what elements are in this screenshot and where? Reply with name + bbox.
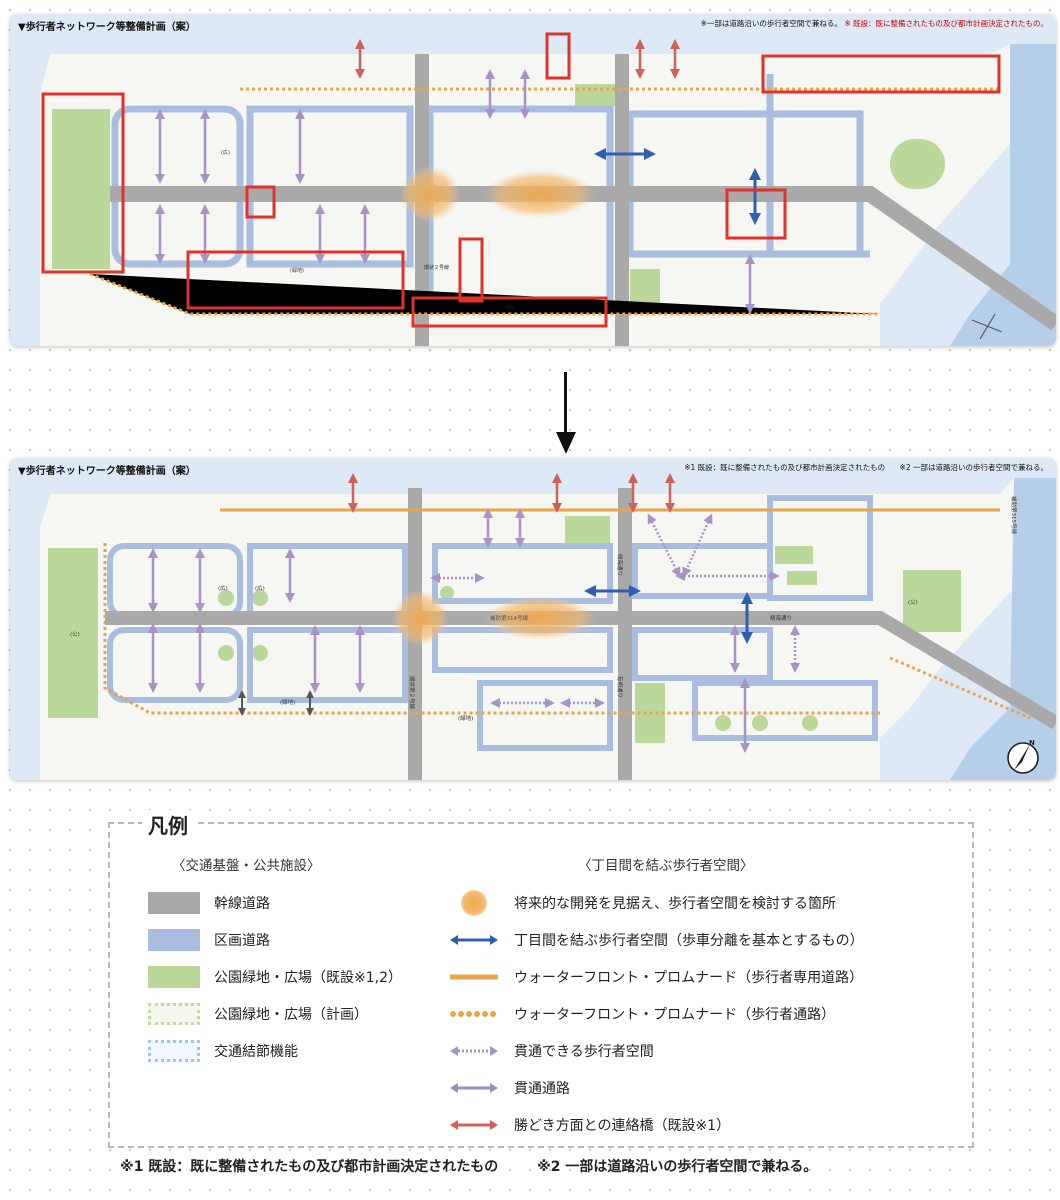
bottom-harumi-label: 晴海通り: [616, 554, 624, 576]
bottom-ring2-label: 環状第２号線: [408, 676, 416, 710]
legend-item-label: ウォーターフロント・プロムナード（歩行者通路）: [514, 1007, 836, 1023]
legend-item-block-link: 丁目間を結ぶ歩行者空間（歩車分離を基本とするもの）: [448, 927, 864, 953]
bottom-ariake-label: 有明通り: [616, 676, 624, 698]
purple-solid-arrow-icon: [450, 1083, 498, 1093]
top-map-panel: 環状２号線 (公) (緑地) (広) ▼歩行者ネットワーク等整備計画（案） ※一…: [10, 14, 1056, 346]
legend-item-label: 貫通できる歩行者空間: [514, 1044, 654, 1060]
district-road-swatch: [148, 929, 200, 951]
top-plaza-label: (広): [221, 149, 230, 156]
legend-item-park-planned: 公園緑地・広場（計画）: [148, 1001, 368, 1027]
legend-item-through-space: 貫通できる歩行者空間: [448, 1038, 654, 1064]
transport-node-swatch: [148, 1040, 200, 1062]
future-study-swatch: [448, 890, 500, 916]
bottom-map-title: ▼歩行者ネットワーク等整備計画（案）: [18, 466, 196, 477]
bottom-map-panel: 環状第２号線 有明通り 晴海通り 晴海通り 補助第314号線 補助第315号線 …: [10, 458, 1056, 780]
legend-footnote: ※1 既設：既に整備されたもの及び都市計画決定されたもの ※2 一部は道路沿いの…: [120, 1156, 817, 1176]
bottom-park-label-2: (公): [908, 600, 918, 606]
legend-item-label: 幹線道路: [214, 896, 270, 912]
bottom-greenbelt-label-2: (緑地): [458, 714, 473, 722]
footnote-1: ※1 既設：既に整備されたもの及び都市計画決定されたもの: [120, 1159, 499, 1175]
top-greenbelt-label: (緑地): [290, 267, 304, 274]
legend-box: 凡例 〈交通基盤・公共施設〉 〈丁目間を結ぶ歩行者空間〉 幹線道路 区画道路 公…: [108, 810, 974, 1148]
promenade-dotted-swatch: [450, 1011, 496, 1017]
legend-item-label: ウォーターフロント・プロムナード（歩行者専用道路）: [514, 970, 864, 986]
red-double-arrow-icon: [450, 1120, 498, 1130]
bottom-route314-label: 補助第314号線: [490, 614, 528, 622]
transition-down-arrow: [556, 372, 576, 458]
legend-item-label: 区画道路: [214, 933, 270, 949]
bottom-greenbelt-label: (緑地): [280, 698, 295, 706]
legend-item-label: 丁目間を結ぶ歩行者空間（歩車分離を基本とするもの）: [514, 933, 864, 949]
legend-item-label: 交通結節機能: [214, 1044, 298, 1060]
top-park-label: (公): [505, 305, 514, 311]
top-note-right: ※ 既設：既に整備されたもの及び都市計画決定されたもの。: [844, 19, 1048, 28]
promenade-solid-swatch: [450, 974, 498, 980]
bottom-map-note: ※1 既設：既に整備されたもの及び都市計画決定されたもの ※2 一部は道路沿いの…: [684, 462, 1048, 473]
bottom-map-svg: 環状第２号線 有明通り 晴海通り 晴海通り 補助第314号線 補助第315号線 …: [10, 458, 1056, 780]
legend-item-label: 公園緑地・広場（既設※1,2）: [214, 970, 402, 986]
bottom-harumi-east-label: 晴海通り: [770, 614, 792, 622]
legend-item-through-passage: 貫通通路: [448, 1075, 570, 1101]
bottom-plaza-label-2: (広): [255, 584, 265, 592]
top-map-svg: 環状２号線 (公) (緑地) (広): [10, 14, 1056, 346]
legend-item-promenade-dedicated: ウォーターフロント・プロムナード（歩行者専用道路）: [448, 964, 863, 990]
legend-right-heading: 〈丁目間を結ぶ歩行者空間〉: [578, 858, 754, 874]
bottom-park-label: (公): [70, 632, 80, 638]
purple-dotted-arrow-icon: [450, 1046, 498, 1056]
park-planned-swatch: [148, 1003, 200, 1025]
legend-left-heading: 〈交通基盤・公共施設〉: [172, 858, 321, 874]
legend-item-transport-node: 交通結節機能: [148, 1038, 298, 1064]
top-map-note: ※一部は道路沿いの歩行者空間で兼ねる。 ※ 既設：既に整備されたもの及び都市計画…: [701, 18, 1048, 29]
top-map-title: ▼歩行者ネットワーク等整備計画（案）: [18, 22, 196, 33]
top-note-left: ※一部は道路沿いの歩行者空間で兼ねる。: [700, 19, 842, 28]
legend-title: 凡例: [142, 810, 194, 839]
legend-item-district-road: 区画道路: [148, 927, 270, 953]
legend-item-park-existing: 公園緑地・広場（既設※1,2）: [148, 964, 402, 990]
bottom-note-2: ※2 一部は道路沿いの歩行者空間で兼ねる。: [899, 463, 1048, 472]
bottom-route315-label: 補助第315号線: [1010, 496, 1018, 534]
north-label: N: [1029, 739, 1035, 747]
footnote-2: ※2 一部は道路沿いの歩行者空間で兼ねる。: [537, 1159, 818, 1175]
legend-item-kachidoki-bridge: 勝どき方面との連絡橋（既設※1）: [448, 1112, 730, 1138]
park-existing-swatch: [148, 966, 200, 988]
bottom-plaza-label: (広): [218, 584, 228, 592]
arterial-road-swatch: [148, 892, 200, 914]
legend-item-promenade-path: ウォーターフロント・プロムナード（歩行者通路）: [448, 1001, 835, 1027]
legend-item-future-study: 将来的な開発を見据え、歩行者空間を検討する箇所: [448, 890, 836, 916]
legend-item-label: 将来的な開発を見据え、歩行者空間を検討する箇所: [514, 896, 836, 912]
legend-item-label: 公園緑地・広場（計画）: [214, 1007, 368, 1023]
blue-double-arrow-icon: [450, 935, 498, 945]
legend-item-label: 貫通通路: [514, 1081, 570, 1097]
legend-item-arterial-road: 幹線道路: [148, 890, 270, 916]
north-arrow-icon: N: [1007, 739, 1039, 774]
legend-item-label: 勝どき方面との連絡橋（既設※1）: [514, 1118, 731, 1134]
top-ring2-label: 環状２号線: [424, 264, 449, 271]
bottom-note-1: ※1 既設：既に整備されたもの及び都市計画決定されたもの: [684, 463, 886, 472]
